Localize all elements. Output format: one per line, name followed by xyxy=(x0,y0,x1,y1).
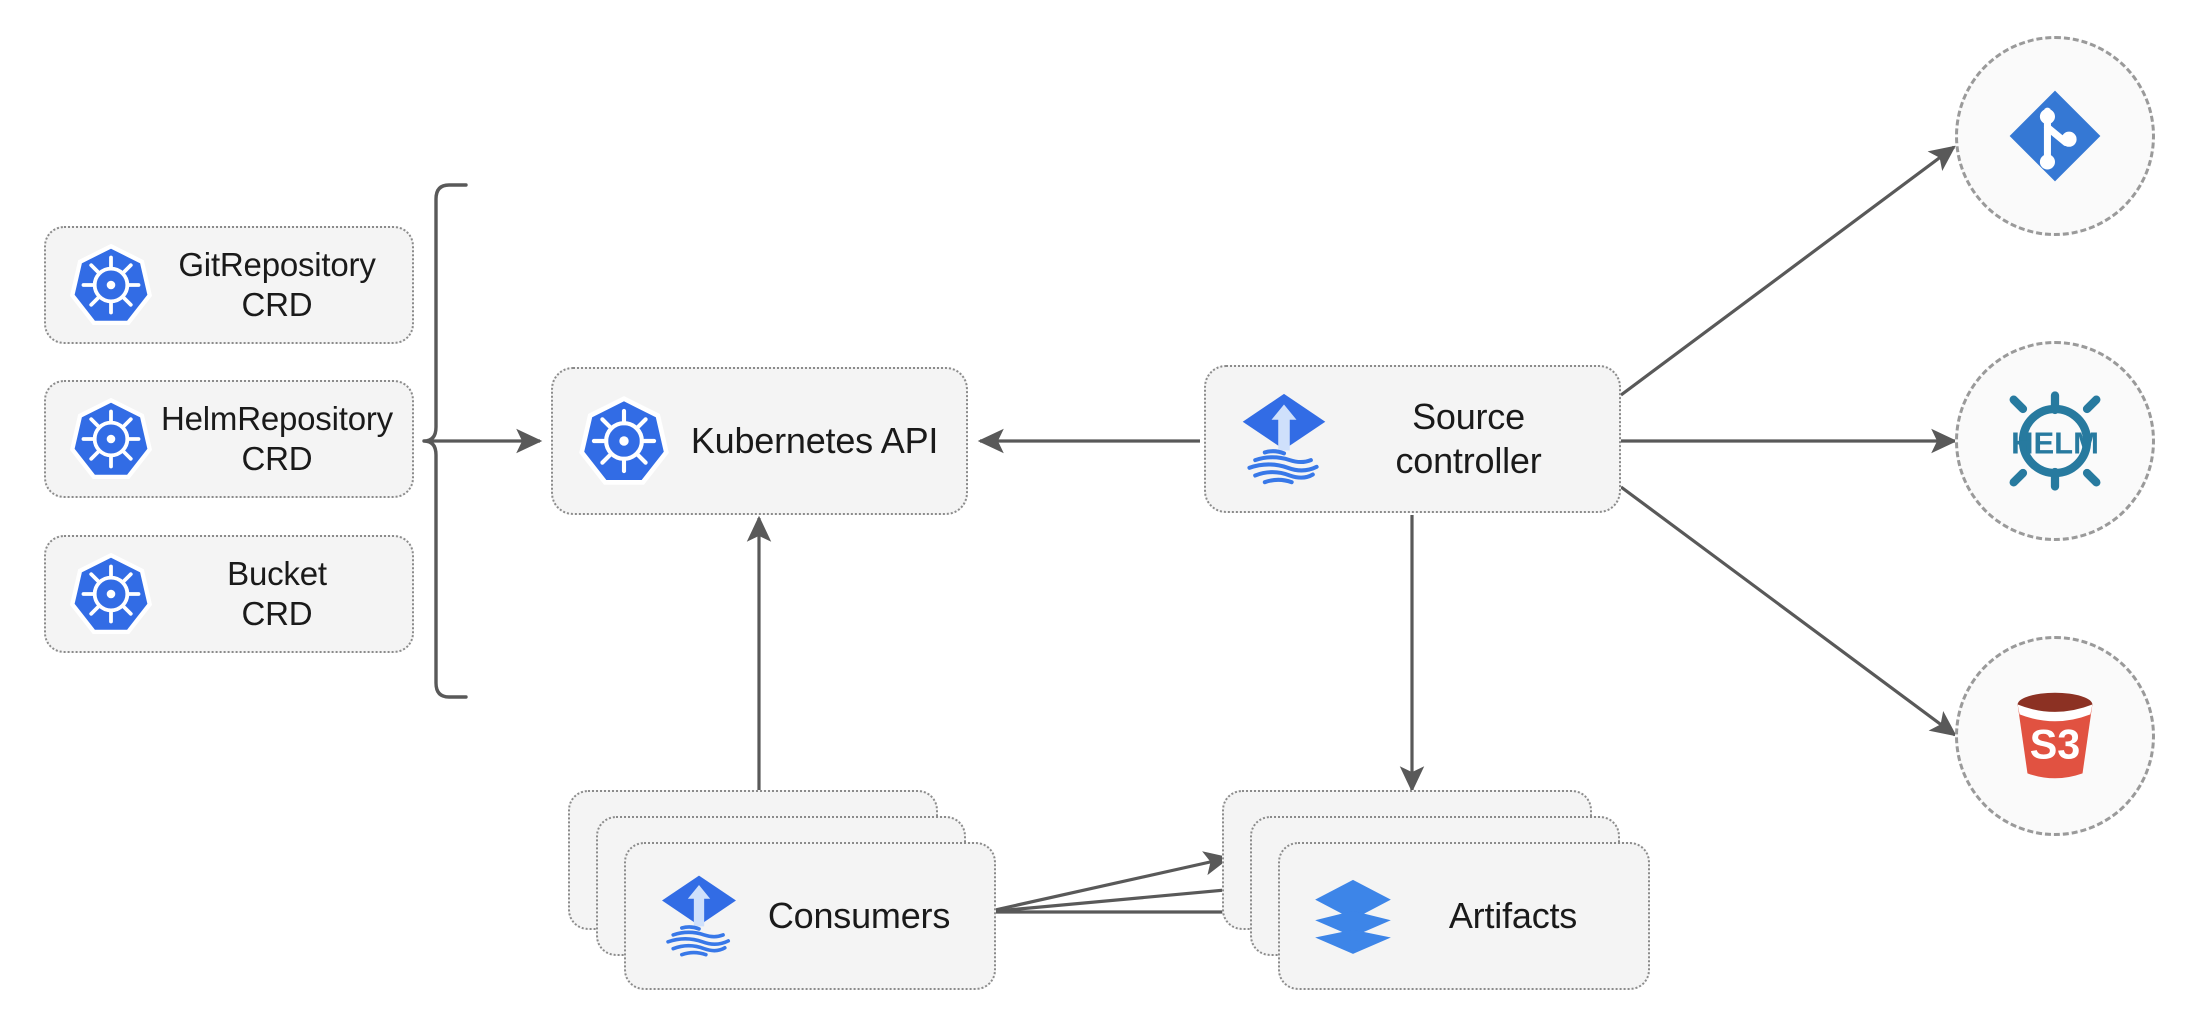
crd-card-content: HelmRepository CRD xyxy=(46,382,412,496)
crd-label: Bucket CRD xyxy=(227,554,327,632)
kubernetes-icon xyxy=(68,242,154,328)
node-label: Source controller xyxy=(1395,396,1542,481)
flux-icon xyxy=(1236,391,1332,487)
kubernetes-icon xyxy=(68,396,154,482)
node-content: Consumers xyxy=(626,844,994,988)
node-consumers-stack: Consumers xyxy=(568,790,998,1000)
crd-label: GitRepository CRD xyxy=(178,245,376,323)
node-artifacts-stack: Artifacts xyxy=(1222,790,1652,1000)
layers-icon xyxy=(1310,873,1396,959)
kubernetes-icon xyxy=(68,551,154,637)
node-content: Kubernetes API xyxy=(553,369,966,513)
crd-card-content: Bucket CRD xyxy=(46,537,412,651)
helm-wordmark: HELM xyxy=(2011,425,2099,460)
node-label: Consumers xyxy=(767,895,951,937)
edge-controller-to-s3 xyxy=(1620,485,1957,737)
provider-circle-git[interactable] xyxy=(1955,36,2155,236)
crd-label: HelmRepository CRD xyxy=(161,399,393,477)
node-content: Artifacts xyxy=(1280,844,1648,988)
flux-icon xyxy=(656,873,742,959)
edge-consumers-to-artifacts-mid xyxy=(985,876,1261,914)
node-artifacts[interactable]: Artifacts xyxy=(1278,842,1650,990)
crd-card-bucket[interactable]: Bucket CRD xyxy=(44,535,414,653)
helm-icon: HELM xyxy=(1993,379,2117,503)
node-label: Kubernetes API xyxy=(690,420,939,462)
crd-card-content: GitRepository CRD xyxy=(46,228,412,342)
node-kubernetes-api[interactable]: Kubernetes API xyxy=(551,367,968,515)
crd-card-gitrepository[interactable]: GitRepository CRD xyxy=(44,226,414,344)
s3-wordmark: S3 xyxy=(2030,722,2081,768)
provider-circle-s3[interactable]: S3 xyxy=(1955,636,2155,836)
git-icon xyxy=(2001,82,2109,190)
node-consumers[interactable]: Consumers xyxy=(624,842,996,990)
node-label: Artifacts xyxy=(1448,895,1578,937)
provider-circle-helm[interactable]: HELM xyxy=(1955,341,2155,541)
crd-group-brace xyxy=(422,183,468,699)
crd-card-helmrepository[interactable]: HelmRepository CRD xyxy=(44,380,414,498)
s3-icon: S3 xyxy=(1996,677,2114,795)
node-content: Source controller xyxy=(1206,367,1619,511)
edge-consumers-to-artifacts-top xyxy=(985,851,1231,914)
node-source-controller[interactable]: Source controller xyxy=(1204,365,1621,513)
edge-controller-to-git xyxy=(1620,145,1956,397)
kubernetes-icon xyxy=(577,394,671,488)
